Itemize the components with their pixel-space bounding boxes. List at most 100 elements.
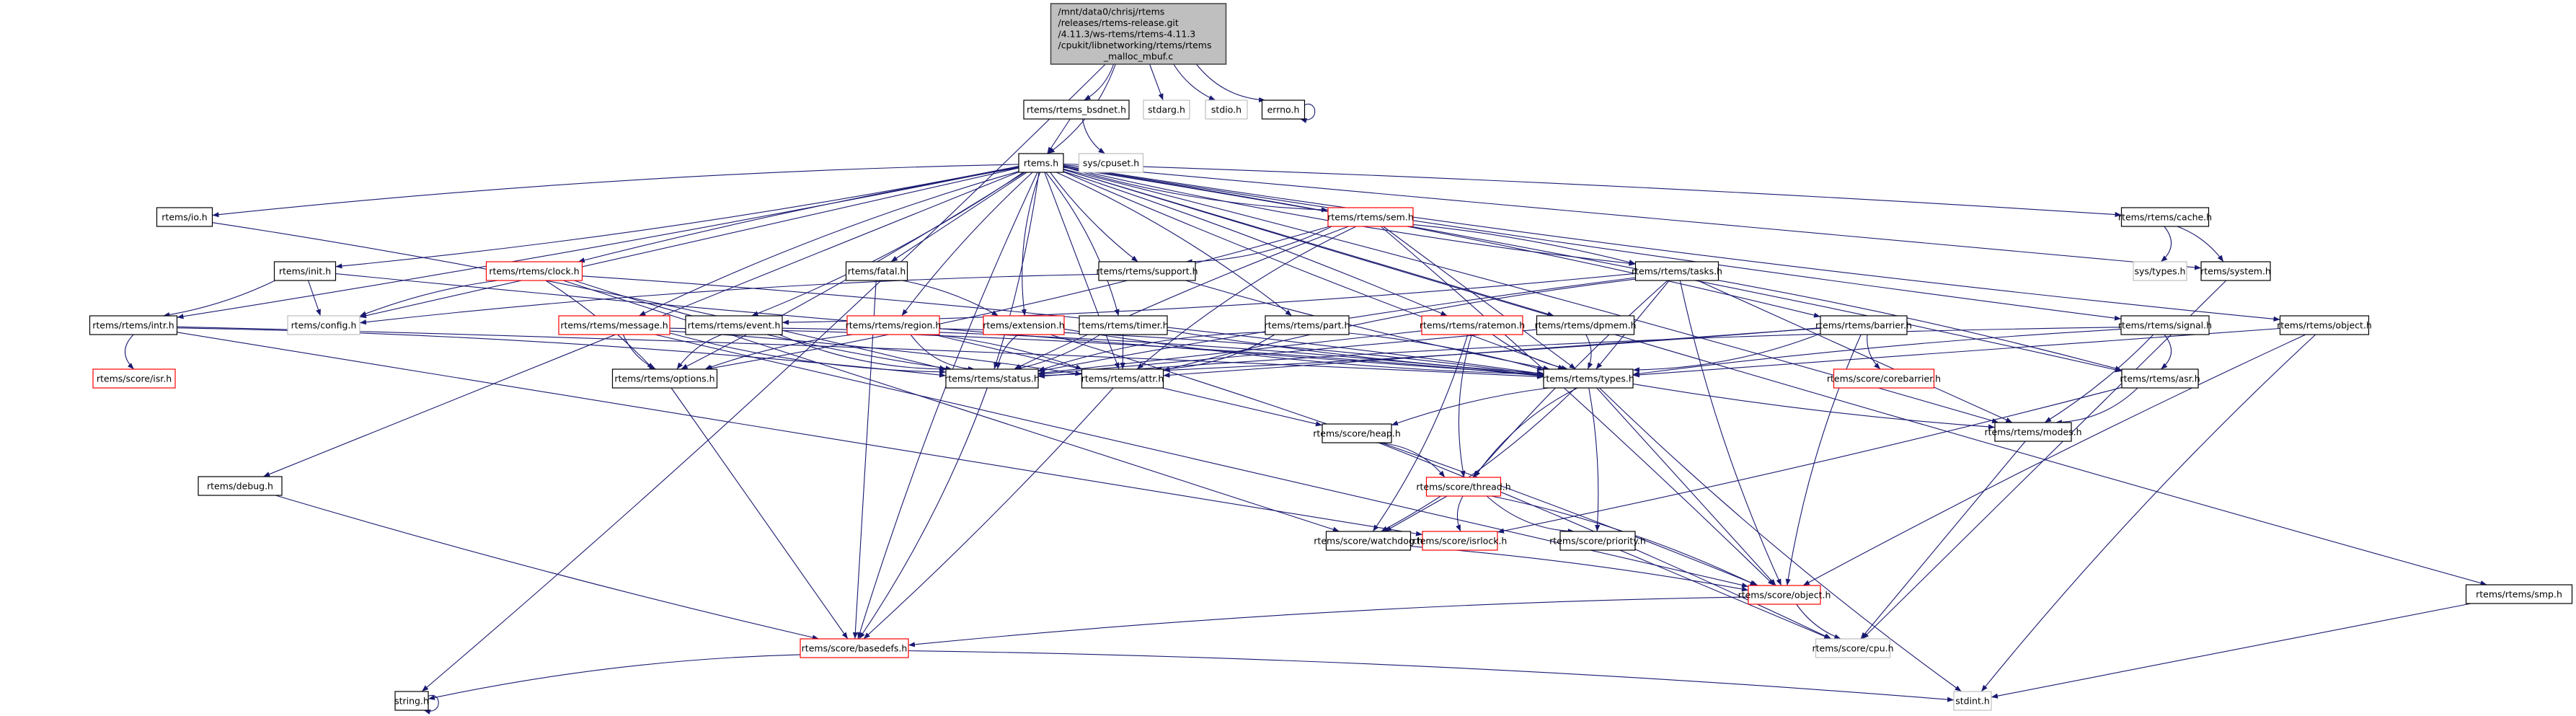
node-stdarg[interactable]: stdarg.h bbox=[1143, 100, 1190, 120]
node-modes[interactable]: rtems/rtems/modes.h bbox=[1984, 422, 2082, 442]
node-isrlock[interactable]: rtems/score/isrlock.h bbox=[1413, 531, 1508, 551]
node-box[interactable] bbox=[1098, 261, 1196, 281]
node-errno[interactable]: errno.h bbox=[1261, 100, 1306, 120]
node-io[interactable]: rtems/io.h bbox=[156, 207, 213, 227]
node-box[interactable] bbox=[1050, 3, 1227, 65]
node-corebarrier[interactable]: rtems/score/corebarrier.h bbox=[1827, 368, 1941, 389]
node-box[interactable] bbox=[1081, 368, 1164, 389]
node-box[interactable] bbox=[983, 315, 1065, 335]
node-box[interactable] bbox=[1425, 477, 1502, 497]
node-box[interactable] bbox=[1023, 100, 1130, 120]
node-cache[interactable]: rtems/rtems/cache.h bbox=[2118, 207, 2212, 227]
node-string[interactable]: string.h bbox=[394, 691, 429, 711]
node-extension[interactable]: rtems/extension.h bbox=[983, 315, 1065, 335]
node-status[interactable]: rtems/rtems/status.h bbox=[944, 368, 1040, 389]
node-box[interactable] bbox=[1018, 153, 1064, 173]
node-basedefs[interactable]: rtems/score/basedefs.h bbox=[800, 638, 909, 658]
node-event[interactable]: rtems/rtems/event.h bbox=[685, 315, 783, 335]
node-box[interactable] bbox=[2120, 207, 2210, 227]
node-options[interactable]: rtems/rtems/options.h bbox=[611, 368, 718, 389]
node-intr[interactable]: rtems/rtems/intr.h bbox=[89, 315, 178, 335]
node-heap[interactable]: rtems/score/heap.h bbox=[1313, 423, 1401, 443]
node-box[interactable] bbox=[1815, 638, 1891, 658]
node-box[interactable] bbox=[2133, 261, 2187, 281]
node-system[interactable]: rtems/system.h bbox=[2200, 261, 2271, 281]
node-asr[interactable]: rtems/rtems/asr.h bbox=[2120, 368, 2200, 389]
node-signal[interactable]: rtems/rtems/signal.h bbox=[2118, 315, 2212, 335]
node-box[interactable] bbox=[273, 261, 337, 281]
node-box[interactable] bbox=[558, 315, 670, 335]
node-watchdog[interactable]: rtems/score/watchdog.h bbox=[1314, 531, 1423, 551]
node-rtems[interactable]: rtems.h bbox=[1018, 153, 1064, 173]
node-box[interactable] bbox=[846, 315, 940, 335]
node-types[interactable]: rtems/rtems/types.h bbox=[1542, 368, 1634, 389]
node-cpuset[interactable]: sys/cpuset.h bbox=[1078, 153, 1144, 173]
node-debug[interactable]: rtems/debug.h bbox=[198, 476, 283, 496]
node-sem[interactable]: rtems/rtems/sem.h bbox=[1327, 207, 1414, 227]
node-box[interactable] bbox=[1559, 531, 1636, 551]
node-fatal[interactable]: rtems/fatal.h bbox=[845, 261, 908, 281]
node-support[interactable]: rtems/rtems/support.h bbox=[1096, 261, 1198, 281]
node-systypes[interactable]: sys/types.h bbox=[2133, 261, 2187, 281]
node-stdio[interactable]: stdio.h bbox=[1205, 100, 1248, 120]
node-attr[interactable]: rtems/rtems/attr.h bbox=[1081, 368, 1164, 389]
node-box[interactable] bbox=[1325, 531, 1412, 551]
node-isr[interactable]: rtems/score/isr.h bbox=[92, 368, 176, 389]
node-box[interactable] bbox=[92, 368, 176, 389]
node-clock[interactable]: rtems/rtems/clock.h bbox=[485, 261, 583, 281]
node-stdint[interactable]: stdint.h bbox=[1953, 691, 1992, 711]
node-region[interactable]: rtems/rtems/region.h bbox=[846, 315, 942, 335]
node-box[interactable] bbox=[1748, 585, 1821, 605]
node-box[interactable] bbox=[1078, 153, 1144, 173]
node-box[interactable] bbox=[611, 368, 718, 389]
node-timer[interactable]: rtems/rtems/timer.h bbox=[1078, 315, 1169, 335]
node-box[interactable] bbox=[1265, 315, 1350, 335]
node-dpmem[interactable]: rtems/rtems/dpmem.h bbox=[1534, 315, 1637, 335]
node-box[interactable] bbox=[2279, 315, 2370, 335]
node-config[interactable]: rtems/config.h bbox=[287, 315, 360, 335]
node-box[interactable] bbox=[1543, 368, 1634, 389]
node-box[interactable] bbox=[685, 315, 783, 335]
node-box[interactable] bbox=[945, 368, 1039, 389]
node-box[interactable] bbox=[1994, 422, 2072, 442]
node-box[interactable] bbox=[1261, 100, 1306, 120]
node-box[interactable] bbox=[287, 315, 360, 335]
node-box[interactable] bbox=[89, 315, 178, 335]
node-tasks[interactable]: rtems/rtems/tasks.h bbox=[1632, 261, 1722, 281]
node-barrier[interactable]: rtems/rtems/barrier.h bbox=[1815, 315, 1912, 335]
node-part[interactable]: rtems/rtems/part.h bbox=[1265, 315, 1350, 335]
node-sobject[interactable]: rtems/score/object.h bbox=[1738, 585, 1831, 605]
node-box[interactable] bbox=[1833, 368, 1935, 389]
node-smp[interactable]: rtems/rtems/smp.h bbox=[2465, 584, 2573, 604]
node-root[interactable]: /mnt/data0/chrisj/rtems/releases/rtems-r… bbox=[1050, 3, 1227, 65]
node-box[interactable] bbox=[800, 638, 909, 658]
node-box[interactable] bbox=[1820, 315, 1908, 335]
node-box[interactable] bbox=[156, 207, 213, 227]
node-box[interactable] bbox=[1421, 315, 1523, 335]
node-box[interactable] bbox=[485, 261, 583, 281]
node-box[interactable] bbox=[394, 691, 429, 711]
node-box[interactable] bbox=[1536, 315, 1635, 335]
node-box[interactable] bbox=[1079, 315, 1168, 335]
node-box[interactable] bbox=[1634, 261, 1719, 281]
node-box[interactable] bbox=[1143, 100, 1190, 120]
node-init[interactable]: rtems/init.h bbox=[273, 261, 337, 281]
node-thread[interactable]: rtems/score/thread.h bbox=[1416, 477, 1511, 497]
node-bsdnet[interactable]: rtems/rtems_bsdnet.h bbox=[1023, 100, 1130, 120]
node-box[interactable] bbox=[1953, 691, 1992, 711]
node-box[interactable] bbox=[1205, 100, 1248, 120]
node-box[interactable] bbox=[2120, 315, 2210, 335]
node-box[interactable] bbox=[198, 476, 283, 496]
node-box[interactable] bbox=[845, 261, 908, 281]
node-box[interactable] bbox=[1322, 423, 1392, 443]
node-box[interactable] bbox=[1422, 531, 1498, 551]
node-priority[interactable]: rtems/score/priority.h bbox=[1549, 531, 1646, 551]
node-ratemon[interactable]: rtems/rtems/ratemon.h bbox=[1420, 315, 1525, 335]
node-box[interactable] bbox=[1327, 207, 1414, 227]
node-box[interactable] bbox=[2121, 368, 2199, 389]
node-cpu[interactable]: rtems/score/cpu.h bbox=[1812, 638, 1894, 658]
node-box[interactable] bbox=[2200, 261, 2271, 281]
node-message[interactable]: rtems/rtems/message.h bbox=[558, 315, 670, 335]
node-box[interactable] bbox=[2465, 584, 2573, 604]
node-robject[interactable]: rtems/rtems/object.h bbox=[2277, 315, 2372, 335]
